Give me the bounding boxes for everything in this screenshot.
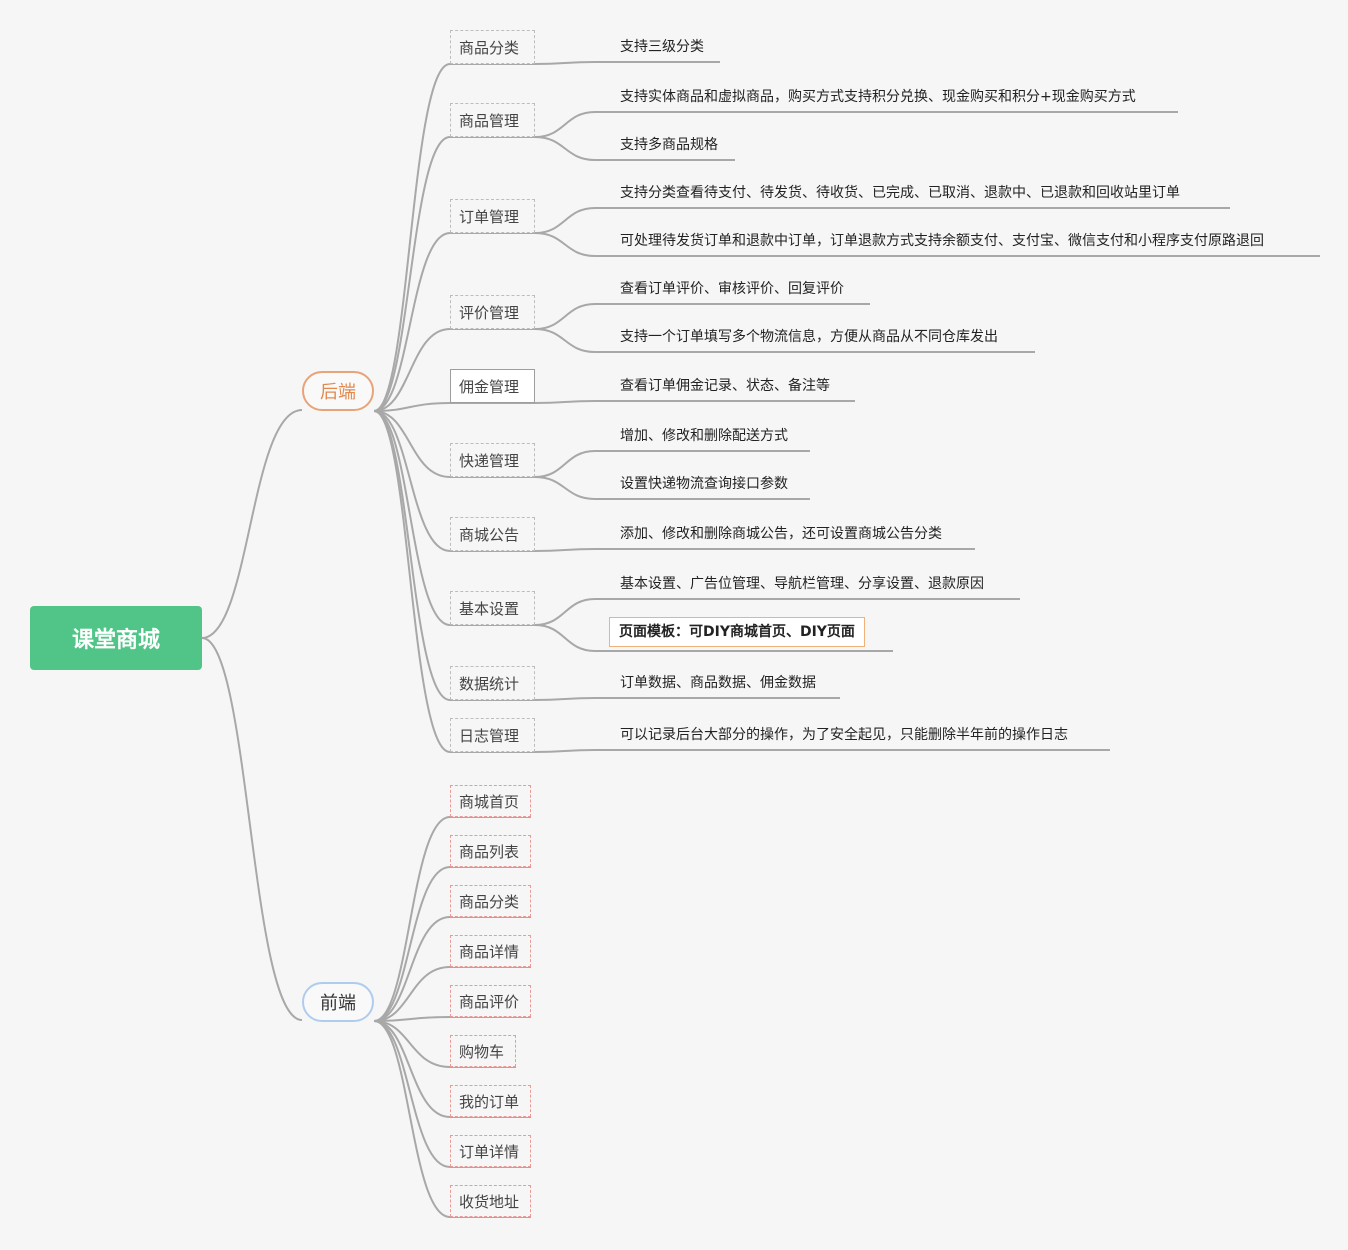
backend-leaf[interactable]: 增加、修改和删除配送方式 — [620, 428, 788, 444]
connector — [534, 111, 596, 138]
connector — [373, 816, 451, 1022]
frontend-category[interactable]: 商品详情 — [450, 935, 531, 967]
backend-leaf[interactable]: 查看订单佣金记录、状态、备注等 — [620, 378, 830, 394]
backend-category[interactable]: 佣金管理 — [450, 369, 535, 403]
backend-leaf[interactable]: 支持多商品规格 — [620, 137, 718, 153]
connector — [534, 303, 596, 330]
connector — [373, 410, 451, 478]
frontend-category[interactable]: 我的订单 — [450, 1085, 531, 1117]
branch-frontend[interactable]: 前端 — [302, 982, 374, 1022]
connector — [373, 1020, 451, 1168]
connector — [534, 232, 596, 257]
backend-category[interactable]: 商城公告 — [450, 517, 535, 551]
connector — [373, 63, 451, 412]
connector — [373, 1020, 451, 1118]
connector — [534, 328, 596, 353]
connector — [534, 136, 596, 161]
connector — [534, 697, 596, 701]
connector — [373, 410, 451, 701]
connector — [534, 624, 596, 652]
backend-leaf[interactable]: 基本设置、广告位管理、导航栏管理、分享设置、退款原因 — [620, 576, 984, 592]
connector — [373, 136, 451, 412]
frontend-category[interactable]: 商品评价 — [450, 985, 531, 1017]
connector — [373, 402, 451, 412]
frontend-category[interactable]: 商品列表 — [450, 835, 531, 867]
backend-leaf[interactable]: 可以记录后台大部分的操作，为了安全起见，只能删除半年前的操作日志 — [620, 727, 1068, 743]
connector — [534, 598, 596, 626]
connector — [534, 400, 596, 404]
connector — [373, 1016, 451, 1022]
backend-category[interactable]: 数据统计 — [450, 666, 535, 700]
root-node[interactable]: 课堂商城 — [30, 606, 202, 670]
backend-category[interactable]: 基本设置 — [450, 591, 535, 625]
backend-leaf-highlighted[interactable]: 页面模板：可DIY商城首页、DIY页面 — [609, 617, 865, 647]
frontend-category[interactable]: 订单详情 — [450, 1135, 531, 1167]
connector — [201, 409, 303, 639]
backend-leaf[interactable]: 支持一个订单填写多个物流信息，方便从商品从不同仓库发出 — [620, 329, 998, 345]
connector — [534, 61, 596, 65]
backend-category[interactable]: 评价管理 — [450, 295, 535, 329]
backend-category[interactable]: 商品管理 — [450, 103, 535, 137]
frontend-category[interactable]: 购物车 — [450, 1035, 516, 1067]
branch-backend[interactable]: 后端 — [302, 371, 374, 411]
backend-category[interactable]: 订单管理 — [450, 199, 535, 233]
connector — [373, 328, 451, 412]
connector — [373, 1020, 451, 1068]
connector — [201, 637, 303, 1021]
connector — [534, 548, 596, 552]
backend-leaf[interactable]: 添加、修改和删除商城公告，还可设置商城公告分类 — [620, 526, 942, 542]
backend-leaf[interactable]: 支持三级分类 — [620, 39, 704, 55]
connector — [373, 966, 451, 1022]
connector — [373, 232, 451, 412]
connector — [373, 410, 451, 753]
connector — [373, 866, 451, 1022]
backend-leaf[interactable]: 订单数据、商品数据、佣金数据 — [620, 675, 816, 691]
backend-category[interactable]: 商品分类 — [450, 30, 535, 64]
backend-leaf[interactable]: 查看订单评价、审核评价、回复评价 — [620, 281, 844, 297]
backend-leaf[interactable]: 可处理待发货订单和退款中订单，订单退款方式支持余额支付、支付宝、微信支付和小程序… — [620, 233, 1264, 249]
connector — [373, 1020, 451, 1218]
frontend-category[interactable]: 商品分类 — [450, 885, 531, 917]
connector — [373, 410, 451, 552]
backend-leaf[interactable]: 支持实体商品和虚拟商品，购买方式支持积分兑换、现金购买和积分+现金购买方式 — [620, 89, 1136, 105]
connector — [534, 450, 596, 478]
backend-category[interactable]: 日志管理 — [450, 718, 535, 752]
connector — [534, 207, 596, 234]
connector — [534, 476, 596, 500]
frontend-category[interactable]: 商城首页 — [450, 785, 531, 817]
backend-leaf[interactable]: 支持分类查看待支付、待发货、待收货、已完成、已取消、退款中、已退款和回收站里订单 — [620, 185, 1180, 201]
connector — [373, 410, 451, 626]
connector — [534, 749, 596, 753]
frontend-category[interactable]: 收货地址 — [450, 1185, 531, 1217]
connector — [373, 916, 451, 1022]
backend-leaf[interactable]: 设置快递物流查询接口参数 — [620, 476, 788, 492]
backend-category[interactable]: 快递管理 — [450, 443, 535, 477]
